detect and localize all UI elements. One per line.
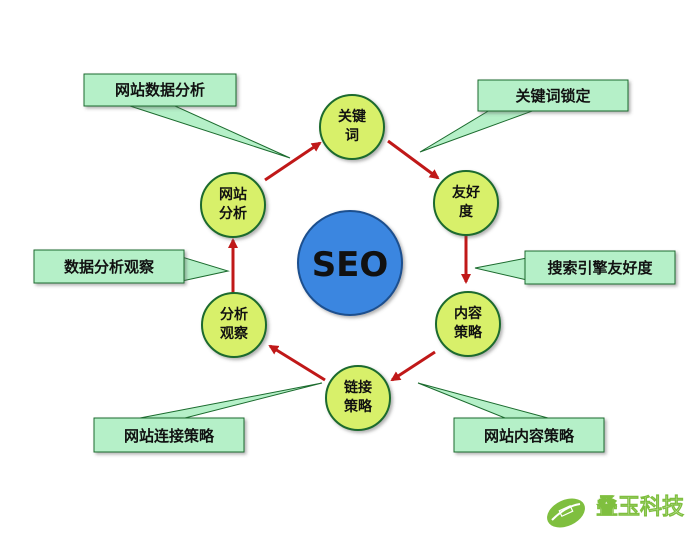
callout-site-content-strategy: 网站内容策略 (417, 382, 605, 453)
center-label: SEO (312, 245, 389, 285)
arrow-keywords-to-friendly (387, 139, 440, 180)
callout-site-data-analysis: 网站数据分析 (83, 73, 291, 159)
node-analysis-observe: 分析 观察 (201, 292, 267, 358)
node-line: 关键 (338, 108, 367, 125)
node-line: 链接 (344, 379, 372, 396)
node-line: 度 (459, 203, 474, 220)
center-seo: SEO (297, 210, 403, 316)
callout-label: 关键词锁定 (515, 87, 590, 105)
node-line: 词 (345, 128, 359, 144)
node-keywords: 关键 词 (319, 94, 385, 160)
callout-label: 网站数据分析 (115, 81, 205, 99)
arrow-link-to-observe (268, 344, 326, 382)
node-friendly: 友好 度 (433, 170, 499, 236)
node-line: 观察 (220, 325, 249, 342)
node-line: 策略 (343, 398, 373, 415)
callout-search-engine-friendly: 搜索引擎友好度 (474, 250, 676, 285)
node-line: 网站 (219, 186, 247, 203)
callout-label: 数据分析观察 (64, 258, 155, 276)
callout-data-analysis-observe: 数据分析观察 (33, 249, 230, 284)
callout-keyword-lock: 关键词锁定 (419, 79, 629, 153)
callout-site-link-strategy: 网站连接策略 (93, 382, 323, 453)
logo-leaf-icon (547, 498, 585, 528)
node-line: 分析 (220, 306, 248, 323)
callout-label: 网站内容策略 (484, 427, 575, 445)
node-content-strategy: 内容 策略 (435, 291, 501, 357)
node-site-analysis: 网站 分析 (200, 172, 266, 238)
node-link-strategy: 链接 策略 (325, 365, 391, 431)
callout-label: 网站连接策略 (124, 427, 215, 445)
node-line: 友好 (452, 184, 480, 201)
node-line: 策略 (453, 324, 483, 341)
callout-label: 搜索引擎友好度 (547, 259, 653, 277)
logo-name: 叠玉科技 (596, 495, 685, 520)
watermark-logo: 叠玉科技 SEO.SHDYSMKJ.COM (547, 495, 695, 533)
node-line: 分析 (219, 205, 247, 222)
cycle-arrows (228, 139, 471, 382)
arrow-analysis-to-keywords (264, 141, 322, 182)
logo-url: SEO.SHDYSMKJ.COM (584, 523, 695, 533)
arrow-content-to-link (390, 350, 436, 382)
node-line: 内容 (454, 305, 482, 322)
